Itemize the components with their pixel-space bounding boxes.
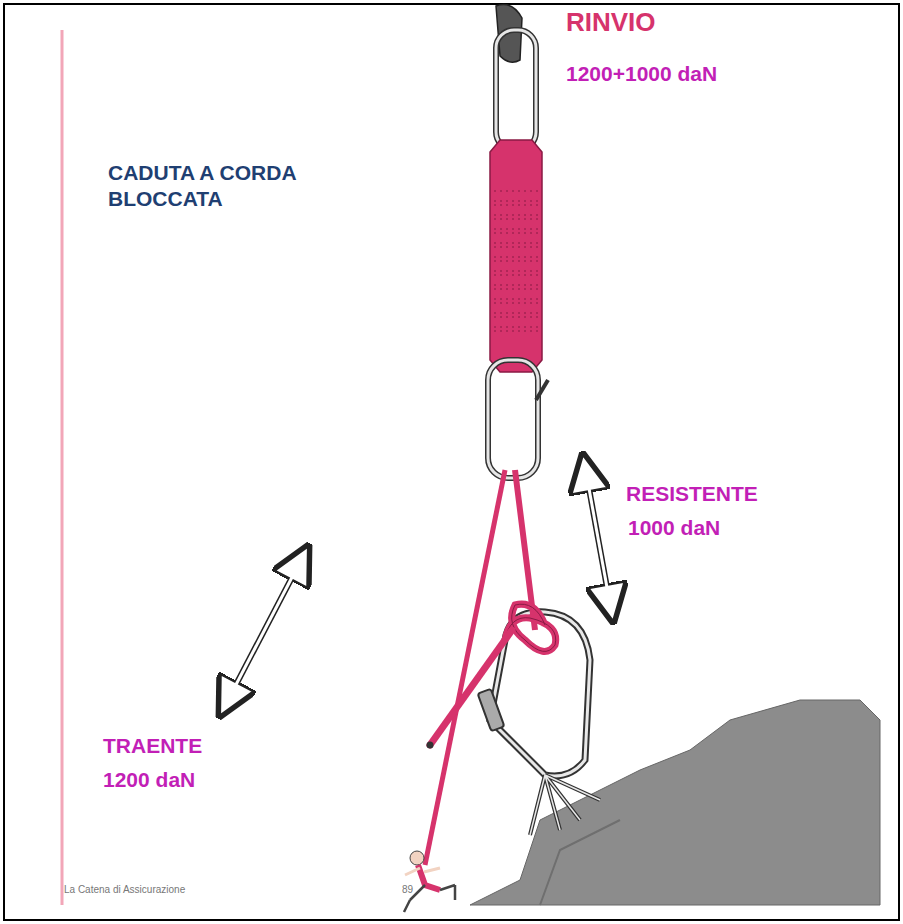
rope-tail <box>430 630 512 745</box>
carabiner-top-shine <box>496 30 536 150</box>
rope-pulling-strand <box>425 470 505 865</box>
strand-label: TRAENTE <box>103 734 202 757</box>
double-arrow-traente <box>228 562 300 700</box>
double-arrow-outline <box>228 562 300 700</box>
load-value: 1000 daN <box>628 516 720 539</box>
rope-end <box>427 742 434 749</box>
double-arrow-resistente <box>586 472 610 604</box>
rock <box>470 700 880 905</box>
double-arrow-outline <box>586 472 610 604</box>
diagram-title: CADUTA A CORDA BLOCCATA <box>108 160 298 213</box>
strand-label: RESISTENTE <box>626 482 758 505</box>
frame <box>4 4 899 920</box>
sling-stitching <box>492 190 540 340</box>
part-label: RINVIO <box>566 8 656 37</box>
anchor-slings-shine <box>530 775 600 835</box>
climber <box>404 851 455 912</box>
screw-gate <box>478 689 505 731</box>
carabiner-bottom-shine <box>488 360 538 478</box>
carabiner-top <box>496 30 536 150</box>
page-margin-line <box>61 30 64 905</box>
page-number: 89 <box>402 884 413 895</box>
carabiner-gate <box>536 380 548 400</box>
carabiner-bottom <box>488 360 538 478</box>
load-value: 1200+1000 daN <box>566 62 717 85</box>
quickdraw-sling <box>490 140 542 372</box>
rock-crack <box>540 820 620 905</box>
anchor-slings <box>530 775 600 835</box>
load-value: 1200 daN <box>103 768 195 791</box>
footer-text: La Catena di Assicurazione <box>64 884 185 895</box>
